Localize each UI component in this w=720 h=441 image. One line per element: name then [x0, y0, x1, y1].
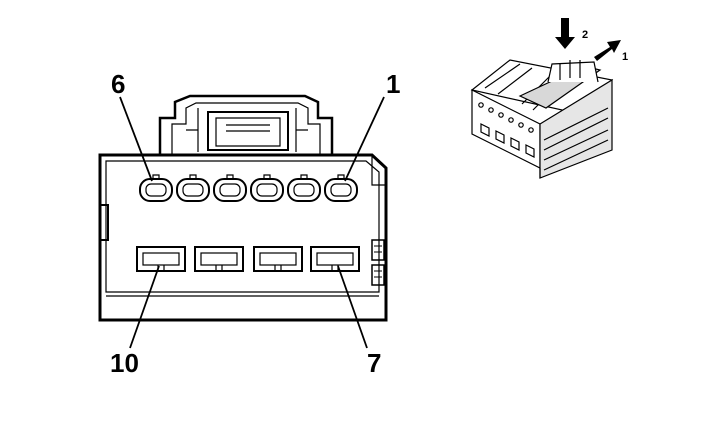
pin-cavity-5 [176, 174, 210, 202]
bottom-row-pins [136, 246, 360, 272]
pin-cavity-7 [310, 246, 360, 272]
pin-label-1: 1 [386, 69, 400, 99]
press-down-arrow-icon [555, 18, 575, 49]
leader-line-10 [129, 265, 160, 349]
pin-cavity-4 [213, 174, 247, 202]
pin-cavity-9 [194, 246, 244, 272]
side-lock-tabs [371, 239, 385, 286]
step-label-2: 2 [582, 29, 588, 41]
side-key [100, 204, 109, 241]
pin-cavity-6 [139, 174, 173, 202]
pin-cavity-3 [250, 174, 284, 202]
leader-line-6 [119, 96, 153, 182]
pin-cavity-8 [253, 246, 303, 272]
pin-label-6: 6 [111, 69, 125, 99]
connector-isometric-view [470, 59, 614, 179]
pin-label-10: 10 [110, 348, 139, 378]
pin-cavity-1 [324, 174, 358, 202]
pin-label-7: 7 [367, 348, 381, 378]
leader-line-7 [337, 265, 368, 349]
pin-leader-lines [119, 96, 385, 349]
pull-out-arrow-icon [594, 40, 621, 61]
locking-latch [158, 94, 334, 155]
step-label-1: 1 [622, 51, 628, 63]
leader-line-1 [344, 96, 385, 182]
top-row-pins [139, 174, 358, 202]
connector-face-view [98, 94, 388, 349]
pin-cavity-2 [287, 174, 321, 202]
release-arrows [555, 18, 621, 61]
